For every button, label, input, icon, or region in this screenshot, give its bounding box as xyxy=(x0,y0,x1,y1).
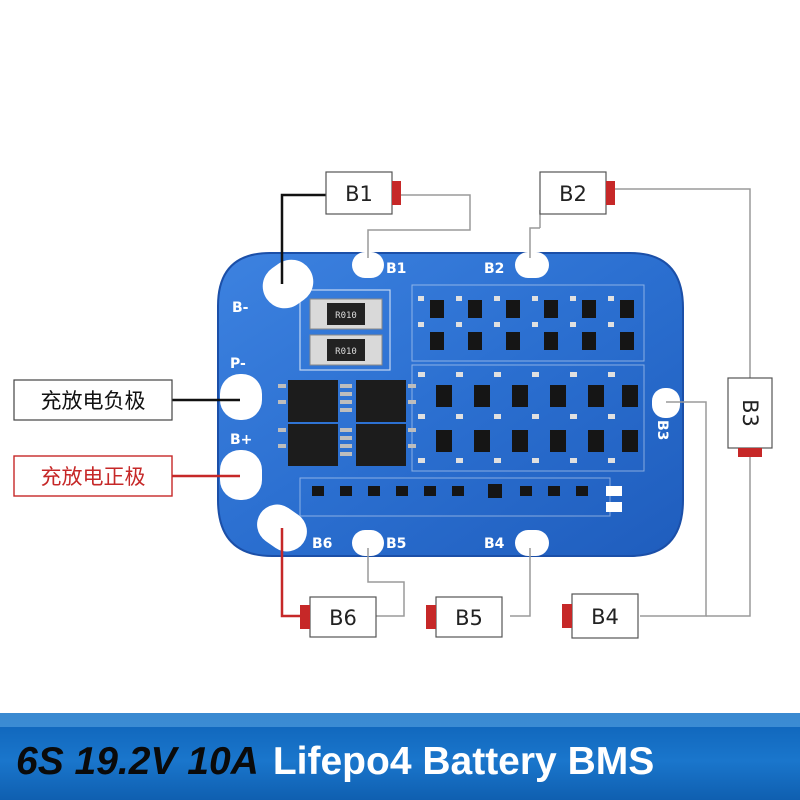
cell-label-b4: B4 xyxy=(591,605,619,629)
banner-title: 6S 19.2V 10A Lifepo4 Battery BMS xyxy=(16,739,654,785)
pad-b4 xyxy=(515,530,549,556)
cell-label-b5: B5 xyxy=(455,606,483,630)
pad-b1 xyxy=(352,252,384,278)
callout-negative: 充放电负极 xyxy=(13,379,173,421)
banner-highlight xyxy=(0,713,800,727)
bms-wiring-diagram: R010 R010 xyxy=(13,171,773,639)
b6-wire xyxy=(280,528,306,618)
pad-label-b1: B1 xyxy=(386,261,406,277)
pad-b-plus xyxy=(220,450,262,500)
mosfet-group xyxy=(278,380,416,466)
negative-wire xyxy=(280,193,330,284)
banner-spec: 6S 19.2V 10A xyxy=(16,740,259,783)
pad-b2 xyxy=(515,252,549,278)
pad-b5 xyxy=(352,530,384,556)
sense-resistor: R010 xyxy=(309,298,383,330)
pad-b-minus xyxy=(262,259,314,309)
pad-label-b-plus: B+ xyxy=(230,432,252,448)
callout-positive-text: 充放电正极 xyxy=(41,465,146,489)
svg-text:R010: R010 xyxy=(335,311,357,321)
cell-b3: B3 xyxy=(727,377,773,457)
pad-label-p-minus: P- xyxy=(230,356,246,372)
cell-label-b3: B3 xyxy=(738,399,762,427)
cell-label-b1: B1 xyxy=(345,182,373,206)
pad-label-b6: B6 xyxy=(312,536,332,552)
product-banner: 6S 19.2V 10A Lifepo4 Battery BMS xyxy=(0,713,800,800)
pad-label-b3: B3 xyxy=(654,420,670,440)
cell-label-b2: B2 xyxy=(559,182,587,206)
balance-components xyxy=(312,296,638,512)
pad-label-b4: B4 xyxy=(484,536,505,552)
pad-p-minus xyxy=(220,374,262,420)
pcb-board: R010 R010 xyxy=(217,252,684,557)
pad-label-b-minus: B- xyxy=(232,300,249,316)
cell-b6: B6 xyxy=(300,596,377,638)
pad-label-b2: B2 xyxy=(484,261,504,277)
svg-text:R010: R010 xyxy=(335,347,357,357)
pad-b3 xyxy=(652,388,680,418)
cell-b1: B1 xyxy=(325,171,401,215)
cell-b5: B5 xyxy=(426,596,503,638)
callout-positive: 充放电正极 xyxy=(13,455,173,497)
balance-wires xyxy=(367,188,751,617)
sense-resistor: R010 xyxy=(309,334,383,366)
cell-b2: B2 xyxy=(539,171,615,215)
cell-label-b6: B6 xyxy=(329,606,357,630)
pad-label-b5: B5 xyxy=(386,536,406,552)
cell-b4: B4 xyxy=(562,593,639,639)
banner-product: Lifepo4 Battery BMS xyxy=(272,740,655,783)
callout-negative-text: 充放电负极 xyxy=(41,389,146,413)
